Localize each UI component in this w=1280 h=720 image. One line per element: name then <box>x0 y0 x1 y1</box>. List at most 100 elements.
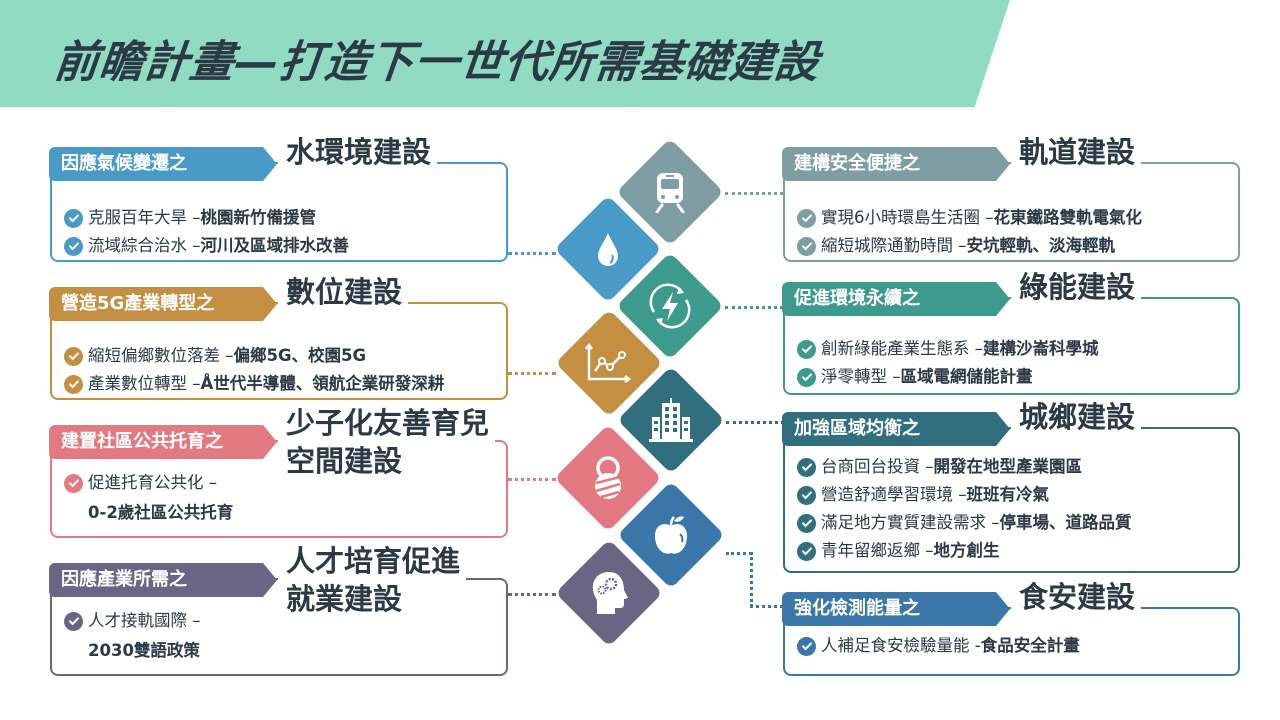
list-item: 營造舒適學習環境 – 班班有冷氣 <box>797 481 1132 509</box>
item-highlight: 停車場、道路品質 <box>999 513 1132 532</box>
card-items: 促進托育公共化 – 0-2歲社區公共托育 <box>64 468 233 528</box>
list-item: 促進托育公共化 – <box>64 468 233 498</box>
item-text: 青年留鄉返鄉 – <box>821 541 934 560</box>
item-highlight: 地方創生 <box>933 541 1000 560</box>
card-food: 強化檢測能量之食安建設人補足食安檢驗量能 - 食品安全計畫 <box>783 579 1240 676</box>
item-highlight: 2030雙語政策 <box>88 641 200 660</box>
check-icon <box>64 346 83 366</box>
card-urban: 加強區域均衡之城鄉建設台商回台投資 – 開發在地型產業園區營造舒適學習環境 – … <box>783 399 1240 573</box>
item-text: 營造舒適學習環境 – <box>821 485 967 504</box>
item-text: 人才接軌國際 – <box>88 611 201 630</box>
item-text: 淨零轉型 – <box>821 367 901 386</box>
card-items: 實現6小時環島生活圈 – 花東鐵路雙軌電氣化縮短城際通勤時間 – 安坑輕軌、淡海… <box>797 204 1142 260</box>
list-item: 滿足地方實質建設需求 – 停車場、道路品質 <box>797 509 1132 537</box>
apple-icon <box>641 505 701 565</box>
item-highlight: 開發在地型產業園區 <box>933 457 1083 476</box>
item-highlight: 偏鄉5G、校園5G <box>233 346 367 365</box>
card-items: 台商回台投資 – 開發在地型產業園區營造舒適學習環境 – 班班有冷氣滿足地方實質… <box>797 453 1132 565</box>
card-items: 克服百年大旱 – 桃園新竹備援管流域綜合治水 – 河川及區域排水改善 <box>64 204 349 260</box>
item-highlight: 花東鐵路雙軌電氣化 <box>993 208 1143 227</box>
list-item: 人才接軌國際 – <box>64 606 201 636</box>
check-icon <box>797 208 816 228</box>
connector-childcare <box>508 478 556 481</box>
list-item: 0-2歲社區公共托育 <box>64 498 233 528</box>
card-items: 人補足食安檢驗量能 - 食品安全計畫 <box>797 632 1080 660</box>
check-icon <box>797 636 816 656</box>
check-icon <box>64 473 83 493</box>
card-title: 軌道建設 <box>1011 134 1142 170</box>
check-icon <box>64 208 83 228</box>
connector-green <box>725 306 783 309</box>
connector-food-vertical <box>750 552 753 607</box>
item-text: 滿足地方實質建設需求 – <box>821 513 1000 532</box>
card-title: 食安建設 <box>1011 579 1142 615</box>
check-icon <box>64 611 83 631</box>
line-chart-icon <box>579 333 639 393</box>
renewable-energy-icon <box>640 276 700 336</box>
check-icon <box>797 236 816 256</box>
item-highlight: 食品安全計畫 <box>980 636 1080 655</box>
check-icon <box>797 457 816 477</box>
card-items: 人才接軌國際 – 2030雙語政策 <box>64 606 201 666</box>
list-item: 克服百年大旱 – 桃園新竹備援管 <box>64 204 349 232</box>
list-item: 流域綜合治水 – 河川及區域排水改善 <box>64 232 349 260</box>
list-item: 實現6小時環島生活圈 – 花東鐵路雙軌電氣化 <box>797 204 1142 232</box>
check-icon <box>797 485 816 505</box>
building-icon <box>641 390 701 450</box>
item-highlight: 班班有冷氣 <box>966 485 1050 504</box>
item-text: 縮短城際通勤時間 – <box>821 236 967 255</box>
item-text: 流域綜合治水 – <box>88 236 201 255</box>
card-talent: 因應產業所需之人才培育促進 就業建設人才接軌國際 – 2030雙語政策 <box>50 542 508 676</box>
check-icon <box>64 374 83 394</box>
item-highlight: 桃園新竹備援管 <box>200 208 317 227</box>
check-icon <box>797 367 816 387</box>
list-item: 2030雙語政策 <box>64 636 201 666</box>
card-tag: 促進環境永續之 <box>782 282 1010 316</box>
list-item: 縮短城際通勤時間 – 安坑輕軌、淡海輕軌 <box>797 232 1142 260</box>
card-title: 少子化友善育兒 空間建設 <box>278 404 496 480</box>
card-green: 促進環境永續之綠能建設創新綠能產業生態系 – 建構沙崙科學城淨零轉型 – 區域電… <box>783 269 1240 395</box>
card-title: 城鄉建設 <box>1011 399 1142 435</box>
check-icon <box>64 236 83 256</box>
card-tag: 營造5G產業轉型之 <box>49 287 277 321</box>
card-tag: 因應氣候變遷之 <box>49 147 277 181</box>
card-title: 水環境建設 <box>278 134 438 170</box>
list-item: 縮短偏鄉數位落差 – 偏鄉5G、校園5G <box>64 342 444 370</box>
card-tag: 加強區域均衡之 <box>782 412 1010 446</box>
list-item: 產業數位轉型 – Å世代半導體、領航企業研發深耕 <box>64 370 444 398</box>
card-rail: 建構安全便捷之軌道建設實現6小時環島生活圈 – 花東鐵路雙軌電氣化縮短城際通勤時… <box>783 134 1240 262</box>
page-title: 前瞻計畫—打造下一世代所需基礎建設 <box>51 37 823 88</box>
check-icon <box>797 513 816 533</box>
list-item: 淨零轉型 – 區域電網儲能計畫 <box>797 363 1099 391</box>
connector-food <box>726 552 752 555</box>
check-icon <box>797 541 816 561</box>
head-gears-icon <box>579 563 639 623</box>
card-tag: 建構安全便捷之 <box>782 147 1010 181</box>
connector-food <box>750 605 783 608</box>
item-text: 促進托育公共化 – <box>88 473 217 492</box>
list-item: 創新綠能產業生態系 – 建構沙崙科學城 <box>797 335 1099 363</box>
item-highlight: 建構沙崙科學城 <box>983 339 1099 358</box>
train-icon <box>640 162 700 222</box>
baby-icon <box>578 448 638 508</box>
connector-urban <box>726 421 784 424</box>
card-items: 創新綠能產業生態系 – 建構沙崙科學城淨零轉型 – 區域電網儲能計畫 <box>797 335 1099 391</box>
item-text: 縮短偏鄉數位落差 – <box>88 346 234 365</box>
item-text: 產業數位轉型 – <box>88 374 201 393</box>
connector-talent <box>508 593 556 596</box>
item-highlight: Å世代半導體、領航企業研發深耕 <box>200 374 445 393</box>
card-water: 因應氣候變遷之水環境建設克服百年大旱 – 桃園新竹備援管流域綜合治水 – 河川及… <box>50 134 508 262</box>
item-text: 克服百年大旱 – <box>88 208 201 227</box>
item-highlight: 河川及區域排水改善 <box>200 236 350 255</box>
card-title: 人才培育促進 就業建設 <box>278 542 467 618</box>
list-item: 台商回台投資 – 開發在地型產業園區 <box>797 453 1132 481</box>
card-tag: 因應產業所需之 <box>49 563 277 597</box>
connector-digital <box>508 372 556 375</box>
card-title: 數位建設 <box>278 274 409 310</box>
header-band <box>0 0 1010 107</box>
card-childcare: 建置社區公共托育之少子化友善育兒 空間建設促進托育公共化 –0-2歲社區公共托育 <box>50 404 508 538</box>
item-text: 實現6小時環島生活圈 – <box>821 208 994 227</box>
check-icon <box>797 339 816 359</box>
